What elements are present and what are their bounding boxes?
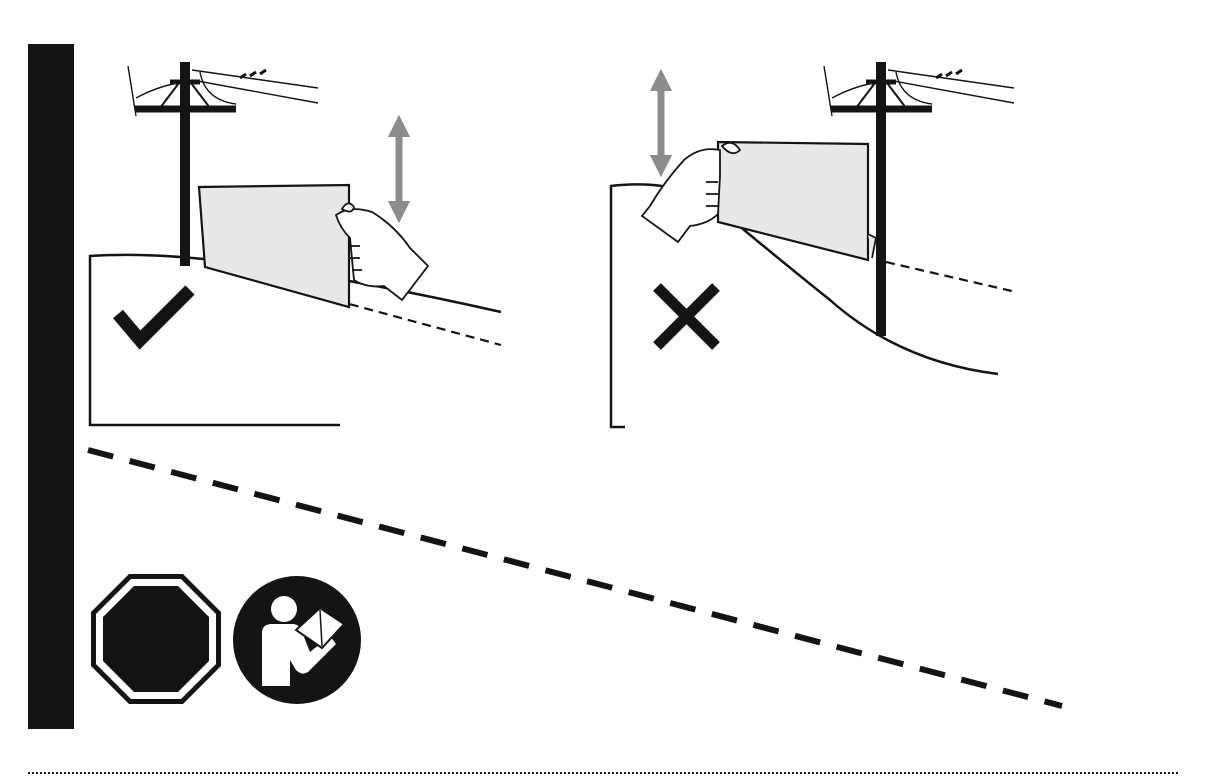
marker-sign-panel bbox=[199, 185, 349, 307]
sign-fold bbox=[868, 234, 876, 258]
incorrect-placement-panel bbox=[611, 62, 1016, 427]
read-manual-icon bbox=[233, 576, 361, 704]
checkmark-icon bbox=[118, 290, 190, 340]
cross-icon bbox=[657, 287, 716, 346]
stop-sign-icon bbox=[91, 574, 221, 704]
correct-placement-panel bbox=[90, 62, 501, 425]
dashed-divider-line bbox=[88, 450, 1062, 706]
marker-sign-panel bbox=[718, 142, 868, 260]
buried-line-dashed bbox=[886, 262, 1016, 292]
